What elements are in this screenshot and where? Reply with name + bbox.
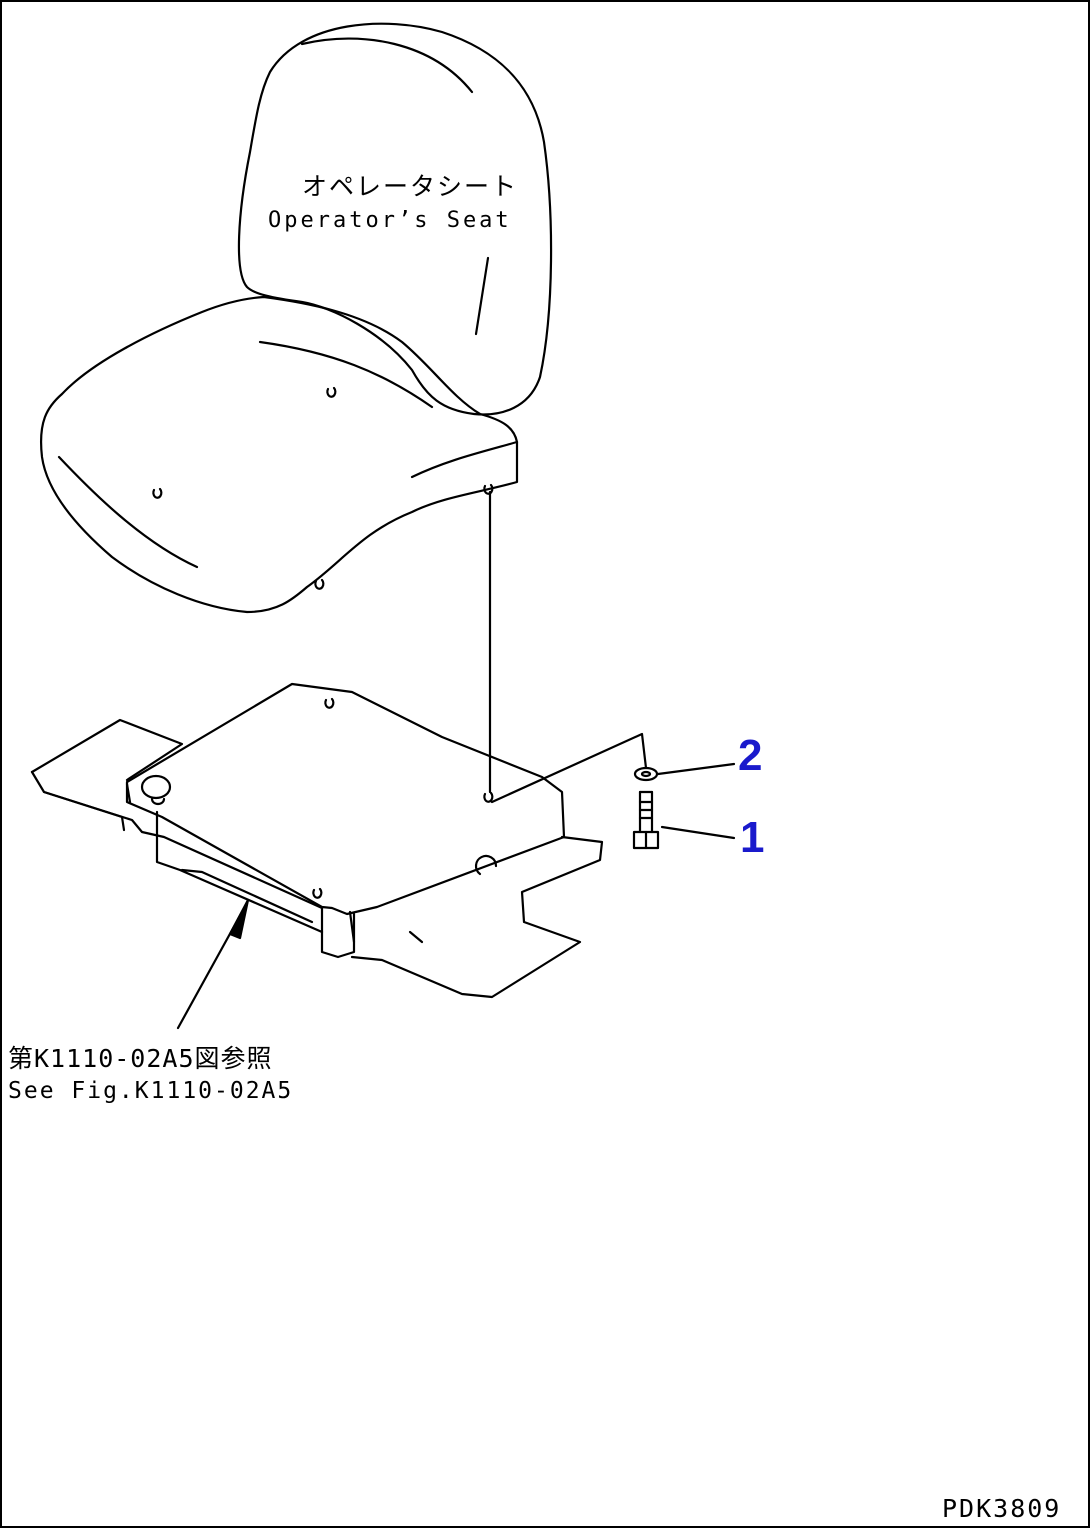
- reference-label-japanese: 第K1110-02A5図参照: [8, 1044, 273, 1073]
- seat-label-english: Operator’s Seat: [268, 208, 512, 233]
- reference-arrow: [176, 898, 250, 1030]
- callout-number-1: 1: [740, 813, 765, 862]
- bolt-part: [632, 790, 660, 850]
- drawing-code: PDK3809: [942, 1494, 1062, 1523]
- reference-label-english: See Fig.K1110-02A5: [8, 1078, 294, 1104]
- washer-part: [633, 766, 659, 782]
- seat-cushion: [40, 295, 519, 614]
- seat-base: [30, 682, 604, 999]
- callout-number-2: 2: [738, 731, 763, 780]
- seat-backrest: [237, 22, 553, 416]
- seat-label-japanese: オペレータシート: [302, 172, 519, 201]
- callout-leaders: [656, 762, 736, 840]
- assembly-line: [488, 490, 648, 804]
